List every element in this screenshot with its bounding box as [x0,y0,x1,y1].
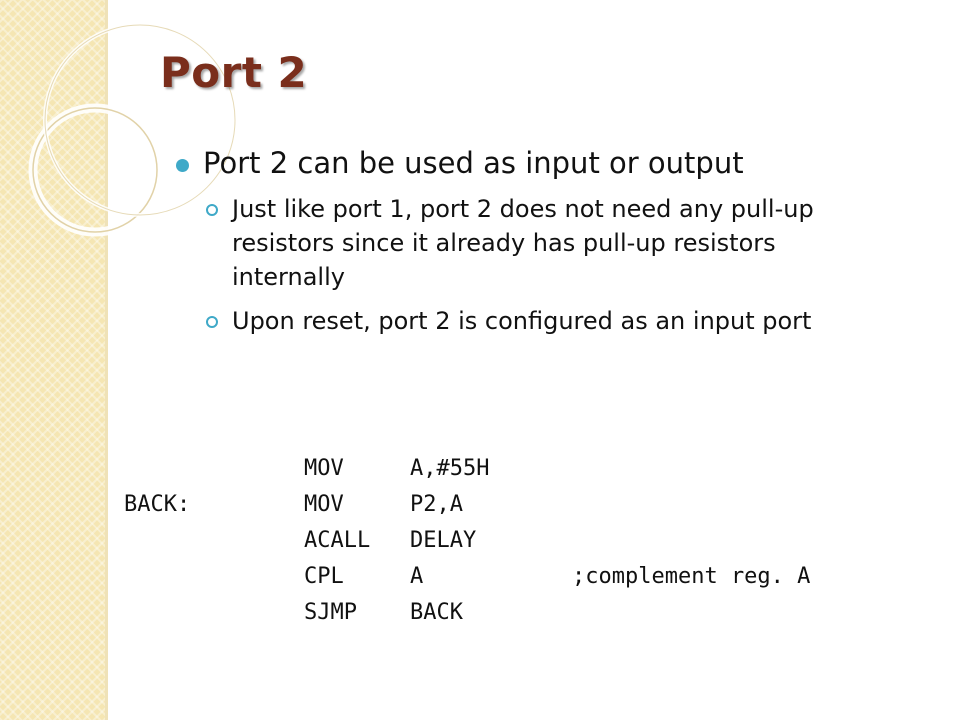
code-operand: BACK [410,600,463,625]
band-edge [105,0,108,720]
slide-title: Port 2 [160,48,308,97]
sub-bullet: Upon reset, port 2 is configured as an i… [206,304,906,338]
main-bullet-text: Port 2 can be used as input or output [203,146,744,180]
sub-bullet-ring-icon [206,316,218,328]
bullet-dot-icon [176,159,189,172]
bullet-list: Port 2 can be used as input or output Ju… [176,146,906,348]
code-line: CPL A ;complement reg. A [120,564,920,594]
code-line: MOV A,#55H [120,456,920,486]
code-opcode: SJMP [304,600,357,625]
code-line: SJMP BACK [120,600,920,630]
decorative-circles-icon [28,23,237,237]
code-opcode: CPL [304,564,344,589]
sub-bullet-list: Just like port 1, port 2 does not need a… [206,192,906,338]
assembly-code-block: MOV A,#55H BACK: MOV P2,A ACALL DELAY CP… [120,452,920,632]
code-operand: A,#55H [410,456,490,481]
code-opcode: MOV [304,456,344,481]
code-line: BACK: MOV P2,A [120,492,920,522]
code-opcode: ACALL [304,528,371,553]
code-operand: P2,A [410,492,463,517]
sub-bullet-text: Just like port 1, port 2 does not need a… [232,195,814,291]
code-operand: A [410,564,424,589]
main-bullet: Port 2 can be used as input or output [176,146,906,180]
code-label: BACK: [124,492,191,517]
sub-bullet-ring-icon [206,204,218,216]
sub-bullet: Just like port 1, port 2 does not need a… [206,192,906,294]
code-operand: DELAY [410,528,477,553]
code-comment: ;complement reg. A [572,564,811,589]
code-line: ACALL DELAY [120,528,920,558]
code-opcode: MOV [304,492,344,517]
sub-bullet-text: Upon reset, port 2 is configured as an i… [232,307,812,335]
